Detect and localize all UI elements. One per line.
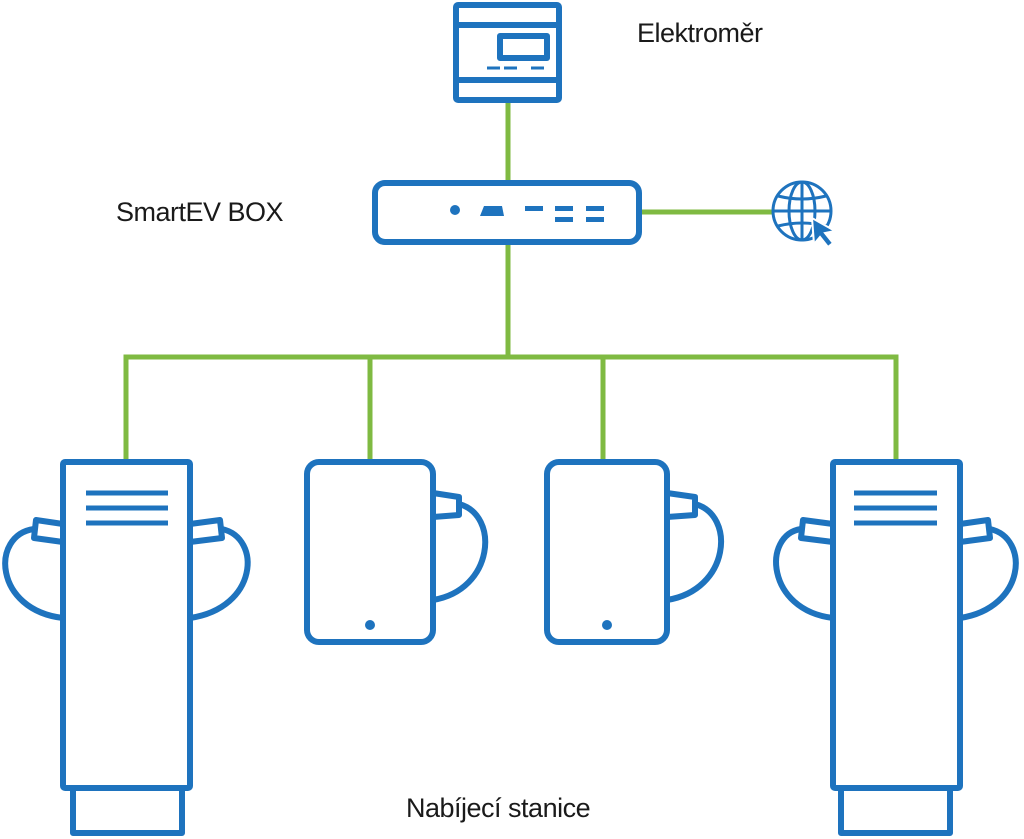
tall-charging-station-icon xyxy=(773,459,1019,836)
tall-charging-station-icon xyxy=(2,459,251,836)
stations-label: Nabíjecí stanice xyxy=(406,793,590,823)
box-label: SmartEV BOX xyxy=(116,197,284,227)
connections xyxy=(123,99,899,465)
wallbox-charger-icon xyxy=(544,459,725,645)
router-box-icon xyxy=(372,180,642,245)
wallbox-charger-icon xyxy=(304,459,489,645)
meter-label: Elektroměr xyxy=(637,18,763,48)
electricity-meter-icon xyxy=(453,2,562,103)
globe-cursor-icon xyxy=(771,180,838,249)
cursor-arrow xyxy=(810,216,838,249)
